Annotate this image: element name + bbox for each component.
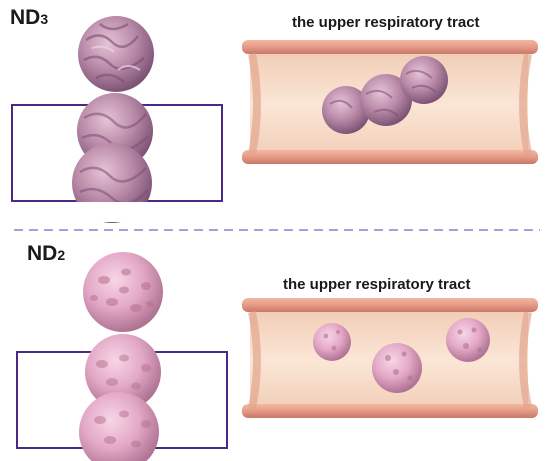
tract-title-bottom: the upper respiratory tract <box>283 276 471 293</box>
nd2-label-sub: 2 <box>57 247 66 263</box>
tract-title-top: the upper respiratory tract <box>292 14 480 31</box>
nd3-label-sub: 3 <box>40 11 49 27</box>
nd3-aggregated-particles <box>322 56 448 134</box>
nd2-particle-free <box>83 252 163 332</box>
nd3-respiratory-tube <box>242 40 538 164</box>
nd2-label: ND2 <box>27 242 65 266</box>
nd2-dispersed-particles <box>313 318 490 393</box>
nd2-label-main: ND <box>27 242 58 265</box>
nd3-particle-free <box>78 16 154 92</box>
nd2-particle-box-upper <box>85 334 161 410</box>
nd3-label: ND3 <box>10 6 48 30</box>
nd3-label-main: ND <box>10 6 41 29</box>
nd2-particle-box-lower <box>79 392 159 461</box>
